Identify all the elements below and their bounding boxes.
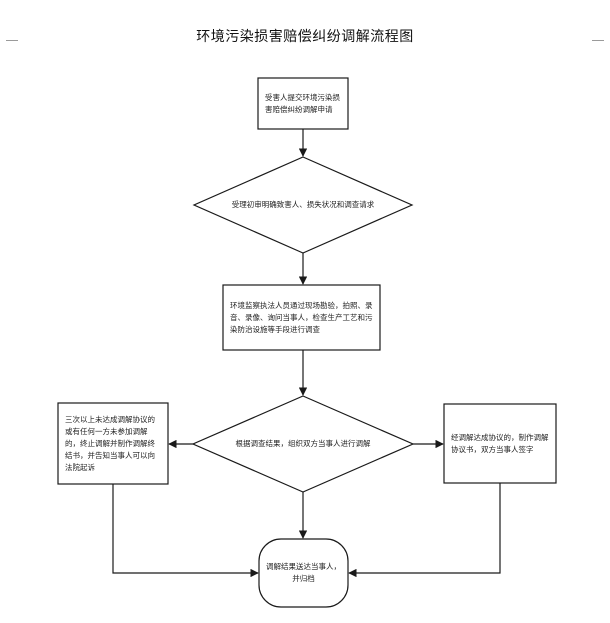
fail-node-label: 三次以上未达成调解协议的或有任何一方未参加调解的，终止调解并制作调解终结书，并告… [65, 414, 155, 472]
success-node [443, 403, 557, 484]
deliver-node-label: 调解结果送达当事人，并归档 [266, 562, 341, 583]
page-title: 环境污染损害赔偿纠纷调解流程图 [196, 29, 414, 45]
fail-node [57, 402, 169, 485]
success-node-label: 经调解达成协议的，制作调解协议书，双方当事人签字 [451, 432, 549, 454]
header-mark-right [592, 40, 604, 41]
investigate-node [222, 284, 381, 351]
apply-node [257, 77, 349, 130]
arrow-success-to-deliver [348, 483, 501, 578]
header-mark-left [6, 40, 18, 41]
deliver-node [258, 538, 349, 608]
investigate-node-label: 环境监察执法人员通过现场勘验，拍照、录音、录像、询问当事人，检查生产工艺和污染防… [230, 300, 373, 334]
mediate-node-label: 根据调查结果，组织双方当事人进行调解 [235, 439, 371, 448]
arrow-fail-to-deliver [112, 484, 259, 578]
apply-node-label: 受害人提交环境污染损害赔偿纠纷调解申请 [265, 92, 340, 114]
review-node-label: 受理初审明确致害人、损失状况和调查请求 [231, 200, 375, 209]
